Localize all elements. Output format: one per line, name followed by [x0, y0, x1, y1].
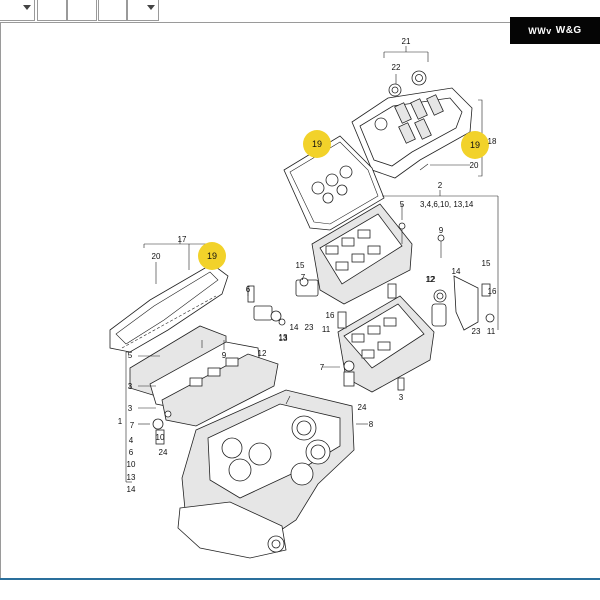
part-labels: 21 22 18 20 2 3,4,6,10, 13,14 5 9 12 15 …: [118, 37, 497, 494]
label-15-mid: 15: [296, 261, 305, 270]
label-7-left: 7: [130, 421, 135, 430]
label-14-right: 14: [452, 267, 461, 276]
label-7-mid: 7: [301, 273, 306, 282]
viewer-border: [0, 22, 1, 578]
svg-text:19: 19: [470, 140, 480, 150]
label-7-center-b: 7: [320, 363, 325, 372]
valve-cover-gasket-right: [283, 135, 385, 231]
label-14-mid: 14: [290, 323, 299, 332]
valve-cover-left: [109, 263, 229, 353]
label-10-list: 10: [127, 460, 136, 469]
label-14-list: 14: [127, 485, 136, 494]
toolbar-button-5[interactable]: [127, 0, 159, 21]
hose-assembly-right: [431, 275, 495, 331]
label-1: 1: [118, 417, 123, 426]
callout-19-left: 19: [198, 242, 226, 270]
brand-badge: WWv W&G: [510, 17, 600, 44]
label-6-list: 6: [129, 448, 134, 457]
label-5-left: 5: [128, 351, 133, 360]
label-13-mid: 13: [279, 333, 288, 342]
label-8: 8: [369, 420, 374, 429]
toolbar-button-3[interactable]: [67, 0, 97, 21]
viewer-toolbar: [0, 0, 600, 23]
label-12-right: 12: [427, 275, 436, 284]
label-6-left: 6: [246, 285, 251, 294]
label-20-left: 20: [152, 252, 161, 261]
label-5-center: 5: [400, 200, 405, 209]
label-23-mid: 23: [305, 323, 314, 332]
chevron-down-icon: [23, 5, 31, 10]
label-24-center: 24: [358, 403, 367, 412]
chevron-down-icon: [147, 5, 155, 10]
label-4-list: 4: [129, 436, 134, 445]
label-12-left: 12: [258, 349, 267, 358]
label-2: 2: [438, 181, 443, 190]
cylinder-head-right: [311, 203, 413, 305]
label-17: 17: [178, 235, 187, 244]
label-21: 21: [402, 37, 411, 46]
label-3-left-a: 3: [128, 382, 133, 391]
label-3-center: 3: [399, 393, 404, 402]
cylinder-head-lower-right: [337, 295, 435, 393]
label-11-mid: 11: [322, 325, 331, 334]
engine-block: [177, 389, 355, 559]
label-13-left: 13: [279, 334, 288, 343]
viewer-bottom-border: [0, 578, 600, 580]
label-3-left-b: 3: [128, 404, 133, 413]
callout-19-center: 19: [303, 130, 331, 158]
brand-logo-icon: WWv: [528, 25, 552, 36]
toolbar-button-2[interactable]: [37, 0, 67, 21]
label-22: 22: [392, 63, 401, 72]
callout-19-right: 19: [461, 131, 489, 159]
label-9-left: 9: [222, 351, 227, 360]
label-2-sub: 3,4,6,10, 13,14: [420, 200, 474, 209]
toolbar-button-4[interactable]: [98, 0, 127, 21]
label-20-right: 20: [470, 161, 479, 170]
label-24-left: 24: [159, 448, 168, 457]
label-11-right: 11: [487, 327, 496, 336]
label-13-list: 13: [127, 473, 136, 482]
label-16-right: 16: [488, 287, 497, 296]
label-18: 18: [488, 137, 497, 146]
brand-name: W&G: [555, 25, 582, 36]
label-10-left: 10: [156, 433, 165, 442]
label-16-mid: 16: [326, 311, 335, 320]
label-9-center: 9: [439, 226, 444, 235]
label-23-right: 23: [472, 327, 481, 336]
toolbar-button-1[interactable]: [0, 0, 35, 21]
bolts-center: [247, 222, 445, 391]
label-12-center: 12: [426, 275, 435, 284]
svg-text:19: 19: [207, 251, 217, 261]
valve-cover-right: [351, 70, 473, 179]
svg-text:19: 19: [312, 139, 322, 149]
label-15-right: 15: [482, 259, 491, 268]
